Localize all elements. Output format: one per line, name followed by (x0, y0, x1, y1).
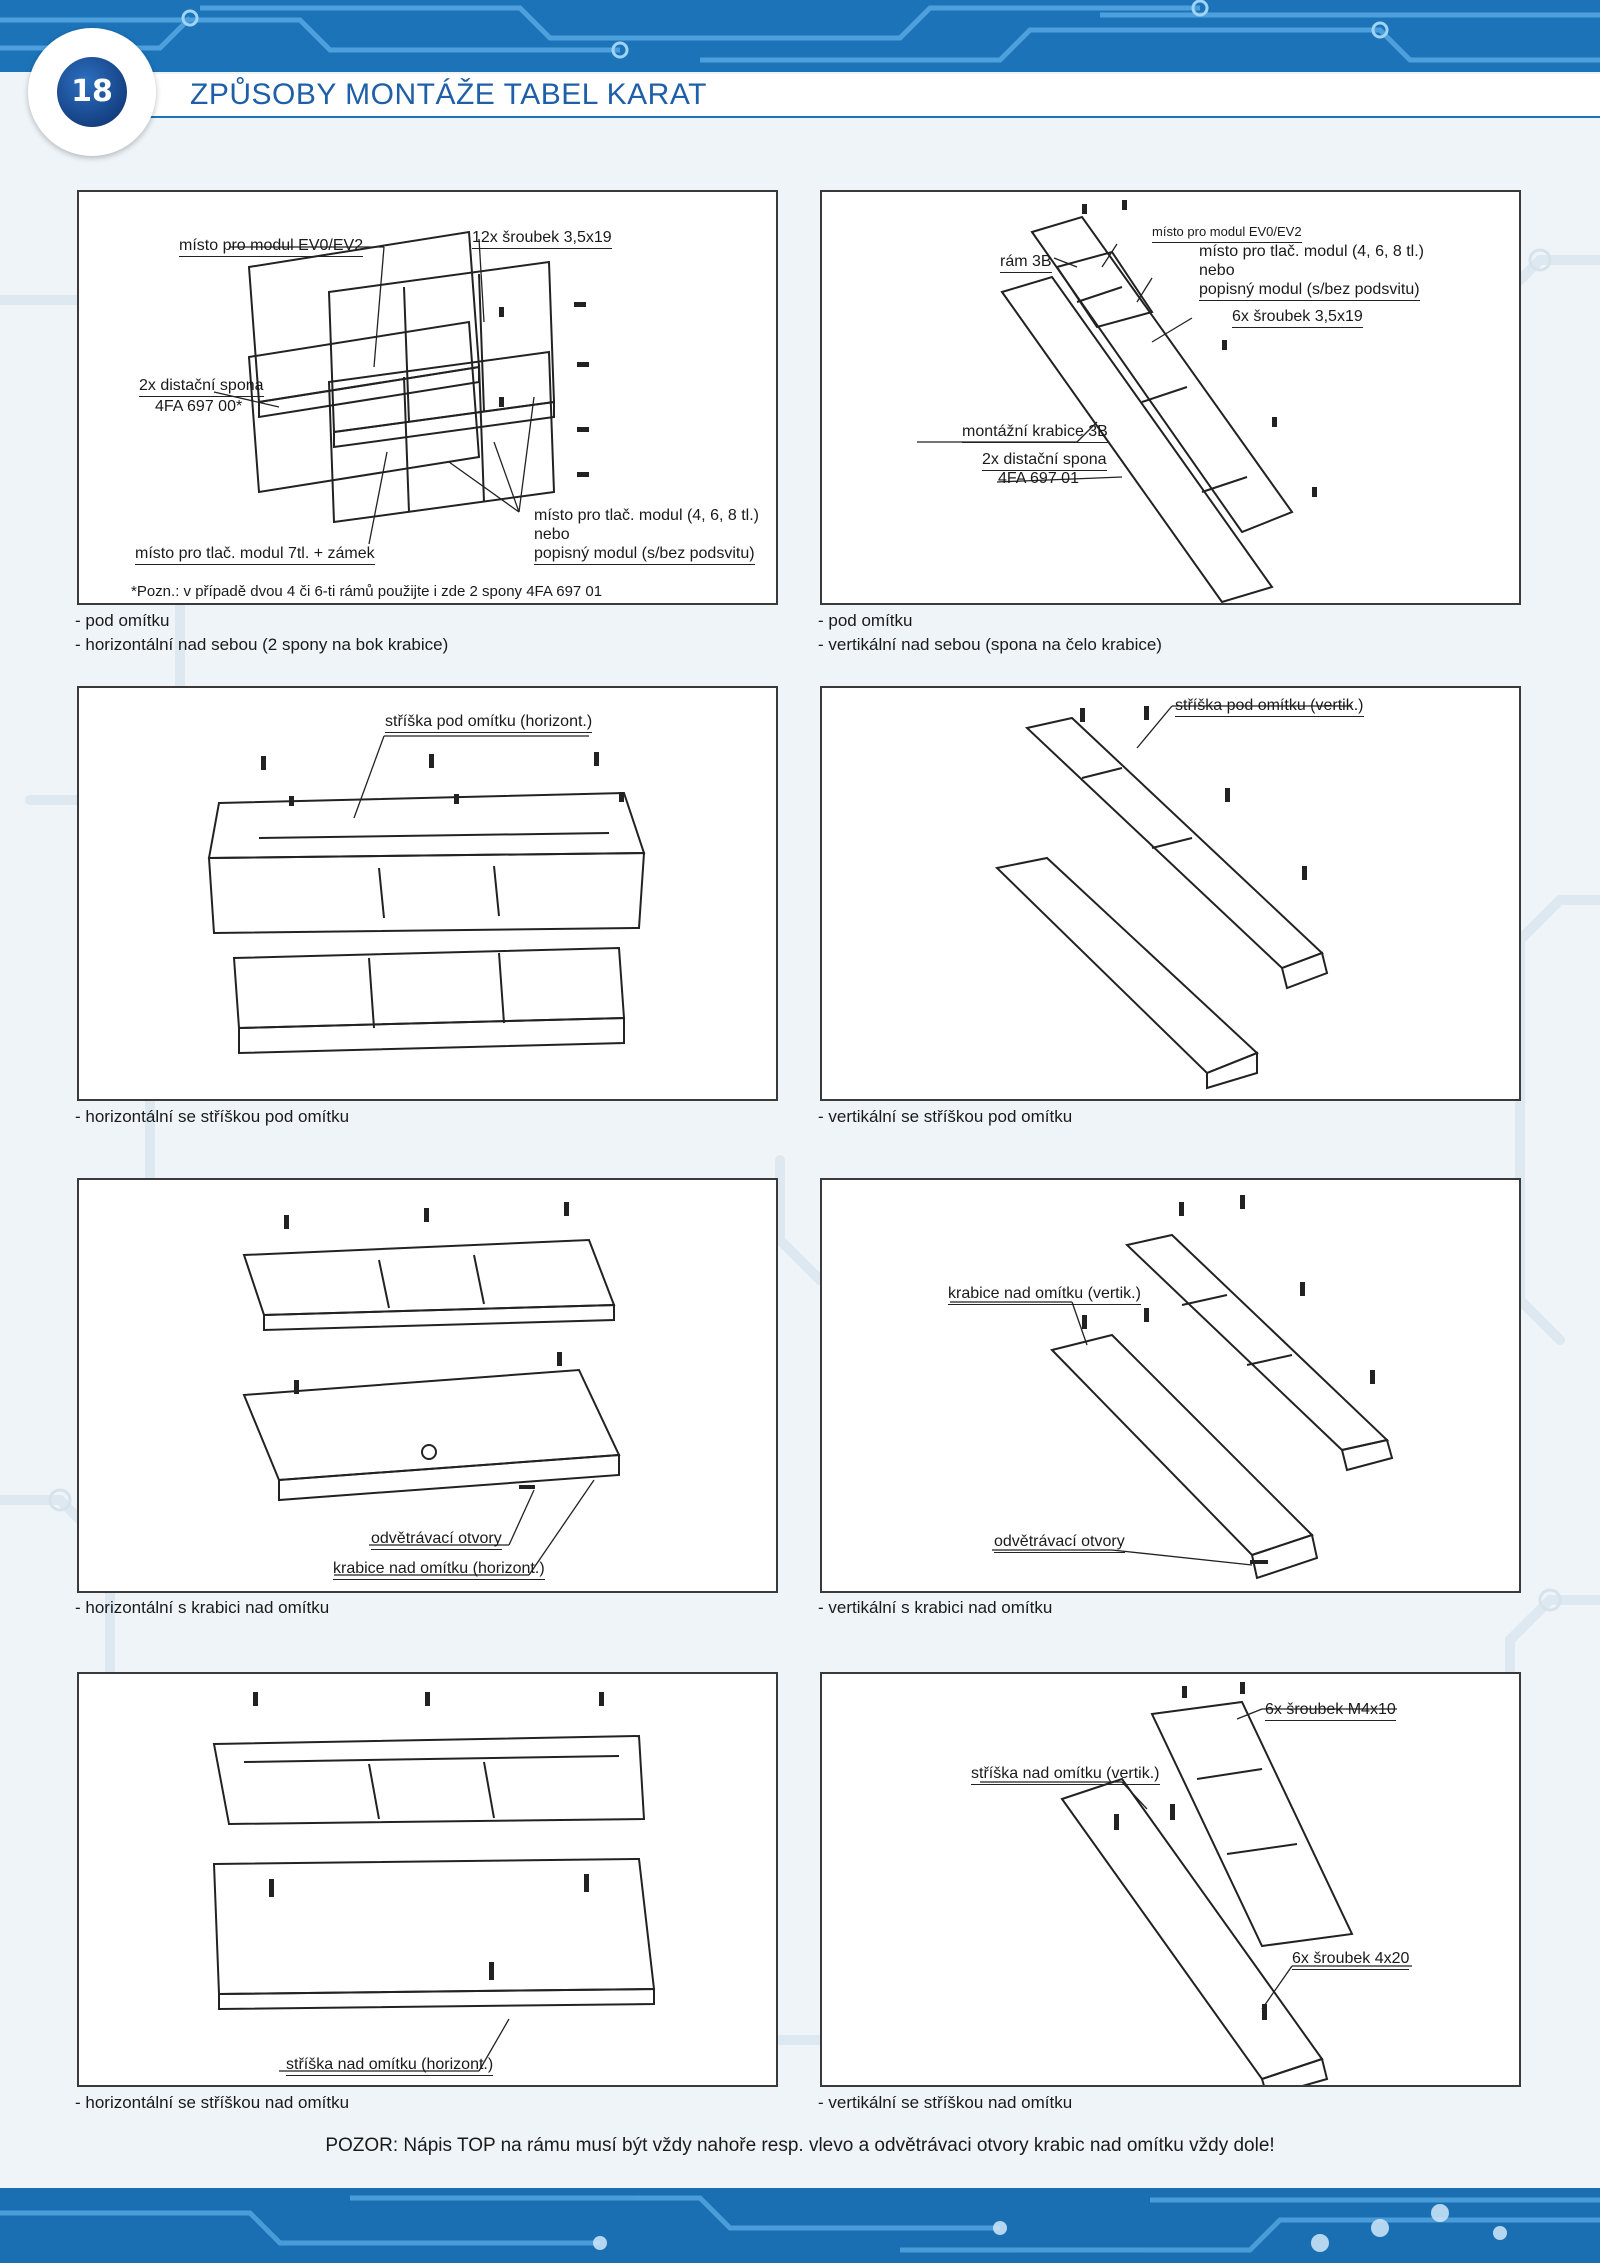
label-mounting-box: montážní krabice 3B (962, 422, 1108, 443)
label-spacer: 2x distační spona (982, 450, 1107, 471)
label-button-module: místo pro tlač. modul (4, 6, 8 tl.) (534, 507, 759, 524)
label-evo-module: místo pro modul EV0/EV2 (1152, 222, 1302, 243)
label-screws: 6x šroubek 3,5x19 (1232, 307, 1363, 328)
mounting-drawing (213, 230, 589, 545)
label-flush-roof: stříška pod omítku (vertik.) (1175, 696, 1364, 717)
panel-vertical-flush-stacked: místo pro modul EV0/EV2 rám 3B místo pro… (820, 190, 1521, 605)
panel-vertical-flush-roof: stříška pod omítku (vertik.) (820, 686, 1521, 1101)
label-frame: rám 3B (1000, 252, 1052, 273)
mounting-drawing (994, 705, 1352, 1090)
label-module-7-buttons: místo pro tlač. modul 7tl. + zámek (135, 544, 375, 565)
page-number: 18 (57, 57, 127, 127)
label-spacer-code: 4FA 697 01 (998, 470, 1079, 487)
caption-line: - vertikální nad sebou (spona na čelo kr… (818, 635, 1162, 654)
mounting-drawing (207, 735, 646, 1055)
label-screws-4x20: 6x šroubek 4x20 (1292, 1949, 1410, 1970)
footer-circuit-graphic (0, 2195, 1600, 2253)
panel-vertical-surface-box: krabice nad omítku (vertik.) odvětrávací… (820, 1178, 1521, 1593)
label-button-module: místo pro tlač. modul (4, 6, 8 tl.) (1199, 243, 1424, 260)
panel-horizontal-flush-roof: stříška pod omítku (horizont.) (77, 686, 778, 1101)
header-circuit-graphic (0, 0, 1600, 63)
label-evo-module: místo pro modul EV0/EV2 (179, 236, 364, 257)
caption-line: - horizontální se stříškou nad omítku (75, 2093, 350, 2112)
label-screws-m4x10: 6x šroubek M4x10 (1265, 1700, 1396, 1721)
label-vents: odvětrávací otvory (994, 1532, 1125, 1553)
label-surface-roof: stříška nad omítku (vertik.) (971, 1764, 1160, 1785)
mounting-drawing (917, 200, 1317, 603)
caption-line: - horizontální s krabici nad omítku (75, 1598, 330, 1617)
mounting-drawing (950, 1195, 1394, 1580)
panel-vertical-surface-roof: 6x šroubek M4x10 stříška nad omítku (ver… (820, 1672, 1521, 2087)
caption-line: - horizontální nad sebou (2 spony na bok… (75, 635, 449, 654)
label-spacer-code: 4FA 697 00* (155, 398, 243, 415)
mounting-drawing (980, 1682, 1412, 2085)
label-screws: 12x šroubek 3,5x19 (472, 228, 612, 249)
caption-line: - vertikální se stříškou pod omítku (818, 1107, 1073, 1126)
title-bar (150, 74, 1600, 118)
page-title: ZPŮSOBY MONTÁŽE TABEL KARAT (190, 78, 707, 111)
header-band (0, 0, 1600, 72)
panel-horizontal-flush-stacked: místo pro modul EV0/EV2 12x šroubek 3,5x… (77, 190, 778, 605)
label-surface-roof: stříška nad omítku (horizont.) (286, 2055, 494, 2076)
mounting-drawing (212, 1692, 656, 2072)
label-surface-box: krabice nad omítku (horizont.) (333, 1559, 545, 1580)
warning-note: POZOR: Nápis TOP na rámu musí být vždy n… (325, 2135, 1275, 2156)
label-flush-roof: stříška pod omítku (horizont.) (385, 712, 593, 733)
label-description-module: popisný modul (s/bez podsvitu) (1199, 280, 1420, 301)
caption-line: - pod omítku (75, 611, 170, 630)
label-or: nebo (1199, 262, 1235, 279)
caption-line: - pod omítku (818, 611, 913, 630)
label-spacer: 2x distační spona (139, 376, 264, 397)
label-description-module: popisný modul (s/bez podsvitu) (534, 544, 755, 565)
panel-horizontal-surface-box: odvětrávací otvory krabice nad omítku (h… (77, 1178, 778, 1593)
footnote: *Pozn.: v případě dvou 4 či 6-ti rámů po… (131, 583, 603, 600)
label-surface-box: krabice nad omítku (vertik.) (948, 1284, 1141, 1305)
caption-line: - horizontální se stříškou pod omítku (75, 1107, 350, 1126)
footer-band (0, 2188, 1600, 2263)
mounting-drawing (242, 1202, 621, 1576)
label-or: nebo (534, 526, 570, 543)
caption-line: - vertikální s krabici nad omítku (818, 1598, 1053, 1617)
caption-line: - vertikální se stříškou nad omítku (818, 2093, 1073, 2112)
panel-horizontal-surface-roof: stříška nad omítku (horizont.) (77, 1672, 778, 2087)
label-vents: odvětrávací otvory (371, 1529, 502, 1550)
